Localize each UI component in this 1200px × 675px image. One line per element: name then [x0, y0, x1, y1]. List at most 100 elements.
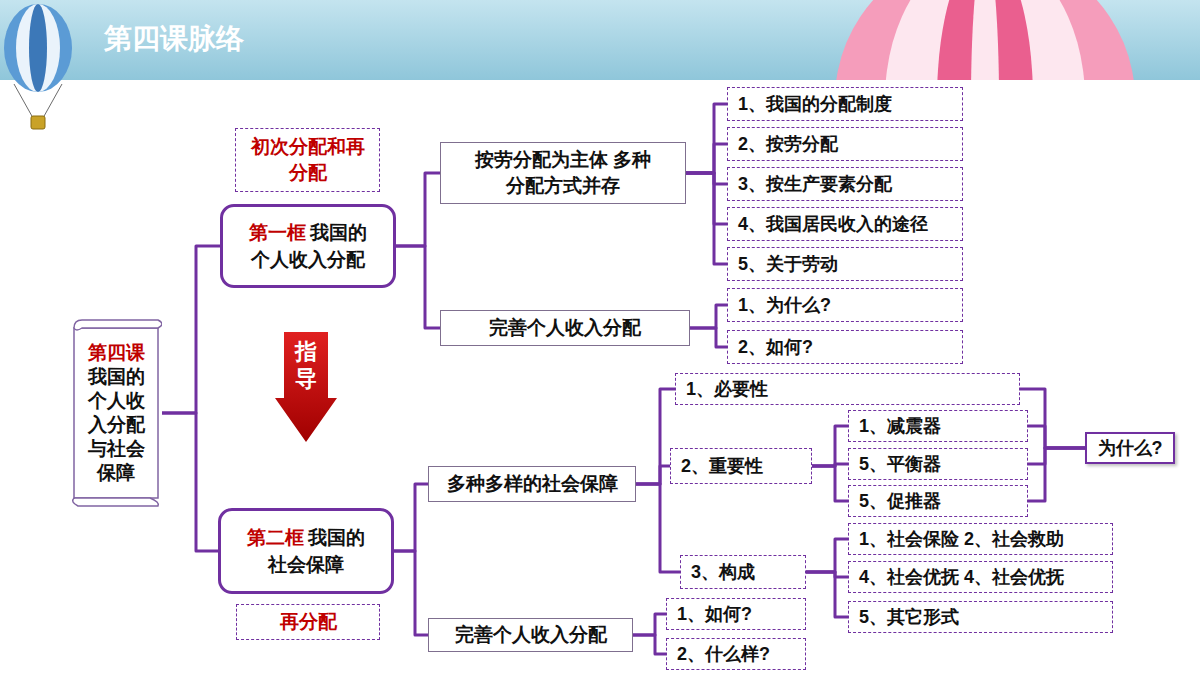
bracket-connector: [1028, 448, 1085, 501]
point-box: 4、我国居民收入的途径: [727, 207, 963, 241]
balloon-stripe: [937, 0, 1033, 80]
text-group: 5、促推器: [859, 489, 941, 513]
bracket-connector: [1020, 389, 1085, 448]
node-text: 初次分配和再分配: [244, 134, 371, 186]
node-text: 1、如何?: [677, 602, 752, 626]
section-label: 第四课: [86, 341, 146, 365]
guide-arrow: 指导: [275, 332, 337, 442]
bracket-connector: [633, 614, 666, 635]
question-box: 为什么?: [1085, 432, 1175, 464]
text-group: 5、其它形式: [859, 605, 959, 629]
bracket-connector: [1028, 426, 1085, 448]
note-tag: 初次分配和再分配: [235, 128, 380, 192]
node-text: 1、减震器: [859, 414, 941, 438]
text-group: 1、社会保险 2、社会救助: [859, 527, 1064, 551]
topic-box: 完善个人收入分配: [428, 618, 633, 652]
bracket-connector: [1028, 448, 1085, 464]
point-box: 1、为什么?: [727, 288, 963, 322]
bracket-connector: [162, 413, 218, 551]
text-group: 5、平衡器: [859, 452, 941, 476]
text-group: 初次分配和再分配: [244, 134, 371, 186]
point-box: 5、其它形式: [848, 601, 1113, 633]
page-title: 第四课脉络: [104, 20, 244, 58]
node-text: 2、按劳分配: [738, 132, 838, 156]
balloon-body: [835, 0, 1135, 80]
text-group: 第一框我国的个人收入分配: [243, 219, 373, 273]
node-text: 5、其它形式: [859, 605, 959, 629]
node-text: 3、构成: [691, 560, 755, 584]
text-group: 为什么?: [1098, 436, 1163, 460]
node-text: 5、促推器: [859, 489, 941, 513]
node-text: 完善个人收入分配: [489, 315, 641, 341]
node-text: 为什么?: [1098, 436, 1163, 460]
section-label: 第一框: [249, 222, 306, 243]
bracket-connector: [686, 173, 727, 264]
bracket-connector: [396, 173, 440, 246]
balloon-stripe: [16, 4, 60, 92]
topic-box: 完善个人收入分配: [440, 310, 690, 346]
bracket-connector: [686, 173, 727, 224]
text-group: 再分配: [280, 609, 337, 635]
point-box: 4、社会优抚 4、社会优抚: [848, 561, 1113, 593]
bracket-connector: [394, 551, 428, 635]
point-box: 5、平衡器: [848, 448, 1028, 480]
scroll-sheet: [74, 328, 158, 498]
point-box: 1、我国的分配制度: [727, 87, 963, 121]
text-group: 3、按生产要素分配: [738, 172, 892, 196]
text-group: 3、构成: [691, 560, 755, 584]
text-group: 按劳分配为主体 多种分配方式并存: [468, 147, 658, 199]
node-text: 完善个人收入分配: [455, 622, 607, 648]
note-tag: 再分配: [236, 604, 380, 640]
node-text: 4、我国居民收入的途径: [738, 212, 928, 236]
bracket-connector: [806, 572, 848, 617]
node-text: 2、重要性: [681, 454, 763, 478]
scroll-curl: [73, 498, 159, 506]
bracket-connector: [396, 246, 440, 328]
point-box: 2、按劳分配: [727, 127, 963, 161]
bracket-connector: [806, 539, 848, 572]
text-group: 完善个人收入分配: [489, 315, 641, 341]
node-text: 5、关于劳动: [738, 252, 838, 276]
text-group: 多种多样的社会保障: [447, 471, 618, 497]
balloon-basket: [31, 116, 45, 129]
bracket-connector: [812, 466, 848, 501]
arrow-fill: [275, 332, 337, 442]
node-text: 2、什么样?: [677, 642, 770, 666]
bracket-connector: [636, 484, 680, 572]
point-box: 2、如何?: [727, 330, 963, 364]
lesson-scroll: 第四课我国的个人收入分配与社会保障: [70, 318, 162, 508]
node-text: 3、按生产要素分配: [738, 172, 892, 196]
text-group: 1、如何?: [677, 602, 752, 626]
bracket-connector: [686, 173, 727, 184]
text-group: 第二框我国的社会保障: [241, 524, 371, 578]
point-box: 5、促推器: [848, 485, 1028, 517]
pink-balloon: [835, 0, 1135, 80]
point-box: 3、按生产要素分配: [727, 167, 963, 201]
text-group: 指导: [294, 338, 318, 392]
node-text: 4、社会优抚 4、社会优抚: [859, 565, 1064, 589]
bracket-connector: [686, 104, 727, 173]
bracket-connector: [686, 144, 727, 173]
node-text: 按劳分配为主体 多种分配方式并存: [468, 147, 658, 199]
node-text: 2、如何?: [738, 335, 813, 359]
bracket-connector: [394, 484, 428, 551]
bracket-connector: [636, 466, 670, 484]
balloon-stripe: [971, 0, 999, 80]
node-text: 多种多样的社会保障: [447, 471, 618, 497]
text-group: 5、关于劳动: [738, 252, 838, 276]
bracket-connector: [633, 635, 666, 654]
topic-box: 多种多样的社会保障: [428, 466, 636, 502]
node-text: 1、我国的分配制度: [738, 92, 892, 116]
text-group: 第四课我国的个人收入分配与社会保障: [86, 341, 146, 485]
section-box: 第一框我国的个人收入分配: [220, 204, 396, 288]
balloon-body: [4, 4, 72, 92]
blue-balloon: [4, 4, 72, 129]
point-box: 2、什么样?: [666, 638, 806, 670]
point-box: 5、关于劳动: [727, 247, 963, 281]
node-text: 1、必要性: [686, 377, 768, 401]
node-text: 1、为什么?: [738, 293, 831, 317]
node-text: 我国的个人收入分配与社会保障: [86, 365, 146, 485]
text-group: 1、我国的分配制度: [738, 92, 892, 116]
